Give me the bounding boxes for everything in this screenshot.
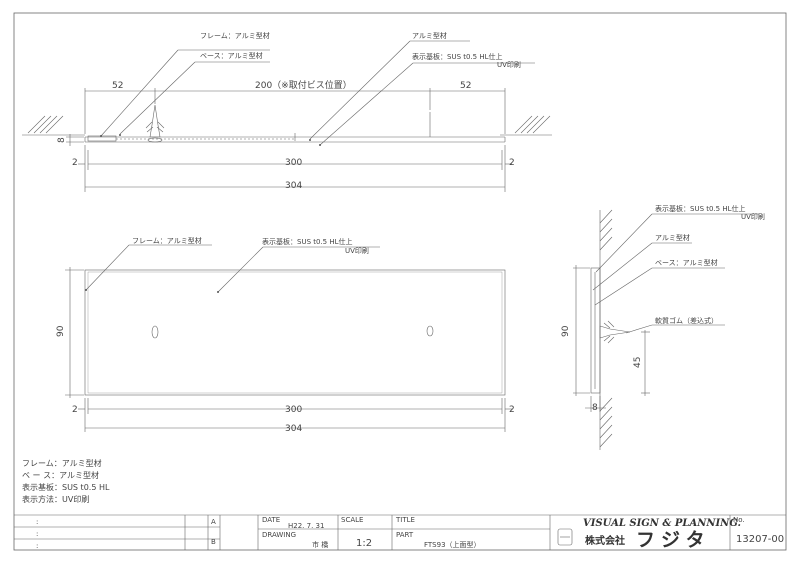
scale-label: SCALE: [341, 516, 363, 524]
note-line-4: 表示方法：UV印刷: [22, 494, 89, 504]
dim-304-front: 304: [285, 424, 302, 434]
date-value: H22. 7. 31: [288, 522, 324, 530]
dim-90-front: 90: [56, 325, 66, 337]
dim-2-left-top: 2: [72, 158, 78, 168]
dim-304-top: 304: [285, 181, 302, 191]
dim-90-side: 90: [561, 325, 571, 337]
label-plate-front: 表示基板：SUS t0.5 HL仕上: [262, 237, 353, 246]
dim-8-top: 8: [57, 137, 67, 143]
dim-2-left-front: 2: [72, 405, 78, 415]
label-frame-top: フレーム：アルミ型材: [200, 31, 270, 40]
rev-letter-a: A: [211, 518, 216, 526]
note-line-2: ベ ー ス：アルミ型材: [22, 470, 99, 480]
label-uv-top: UV印刷: [497, 61, 521, 69]
side-view: [573, 209, 760, 450]
dim-200: 200（※取付ビス位置）: [255, 79, 352, 91]
rev-mark-2: :: [36, 530, 38, 538]
note-line-3: 表示基板：SUS t0.5 HL: [22, 482, 110, 492]
company-prefix: 株式会社: [585, 534, 625, 547]
top-leader-dots: [100, 134, 321, 146]
dim-52-right: 52: [460, 81, 471, 91]
label-base-side: ベース：アルミ型材: [655, 258, 718, 267]
dim-2-right-front: 2: [509, 405, 515, 415]
dim-300-front: 300: [285, 405, 302, 415]
part-label: PART: [396, 531, 414, 539]
dim-2-right-top: 2: [509, 158, 515, 168]
drawing-no-label: No.: [733, 516, 745, 524]
label-plate-side: 表示基板：SUS t0.5 HL仕上: [655, 204, 746, 213]
top-section-view: [22, 40, 552, 192]
company-name: フジタ: [636, 529, 711, 551]
label-plate-top: 表示基板：SUS t0.5 HL仕上: [412, 52, 503, 61]
dim-300-top: 300: [285, 158, 302, 168]
label-alu-top: アルミ型材: [412, 31, 447, 40]
spec-notes: フレーム：アルミ型材 ベ ー ス：アルミ型材 表示基板：SUS t0.5 HL …: [22, 458, 110, 504]
drawing-no-value: 13207-00: [736, 534, 784, 545]
front-leader-dots: [85, 289, 219, 293]
sheet-border: [13, 12, 787, 551]
drawing-label: DRAWING: [262, 531, 296, 539]
title-label: TITLE: [395, 516, 415, 524]
title-block: [14, 514, 786, 550]
scale-value: 1:2: [356, 538, 372, 549]
dim-52-left: 52: [112, 81, 123, 91]
dim-8-side: 8: [592, 403, 598, 413]
rev-mark-3: :: [36, 542, 38, 550]
rev-letter-b: B: [211, 538, 216, 546]
company-english-name: VISUAL SIGN & PLANNING.: [583, 518, 741, 529]
label-base-top: ベース：アルミ型材: [200, 51, 263, 60]
label-uv-front: UV印刷: [345, 247, 369, 255]
label-uv-side: UV印刷: [741, 213, 765, 221]
dim-45-side: 45: [633, 357, 643, 368]
label-alu-side: アルミ型材: [655, 233, 690, 242]
drawing-value: 市 橋: [312, 540, 328, 549]
part-value: FTS93（上面型）: [424, 540, 481, 549]
label-frame-front: フレーム：アルミ型材: [132, 236, 202, 245]
date-label: DATE: [262, 516, 280, 524]
note-line-1: フレーム：アルミ型材: [22, 458, 102, 468]
front-view: [65, 244, 512, 432]
label-rubber-side: 軟質ゴム（差込式）: [655, 316, 718, 325]
rev-mark-1: :: [36, 518, 38, 526]
